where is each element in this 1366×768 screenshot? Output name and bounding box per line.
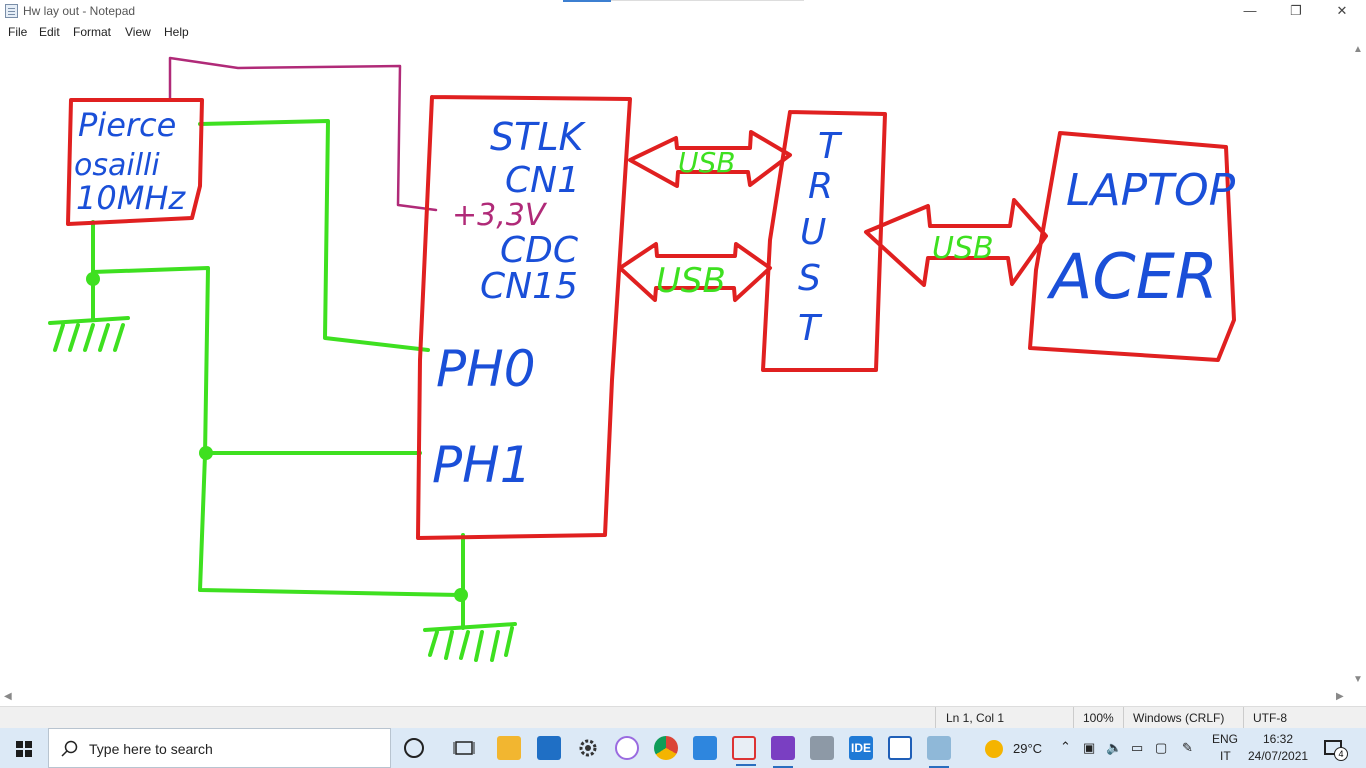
mail-icon[interactable] xyxy=(537,736,561,760)
cortana-icon[interactable] xyxy=(404,738,424,758)
close-button[interactable]: ✕ xyxy=(1336,3,1348,18)
junction-dot xyxy=(199,446,213,460)
window-title: Hw lay out - Notepad xyxy=(23,4,136,18)
chrome-icon[interactable] xyxy=(654,736,678,760)
usb-label-3: USB xyxy=(932,231,994,266)
vertical-scrollbar[interactable]: ▲ ▼ xyxy=(1350,42,1366,689)
trust-letter: U xyxy=(800,212,826,253)
trust-letter: R xyxy=(808,166,833,207)
title-accent xyxy=(563,0,611,2)
status-divider xyxy=(1073,707,1074,729)
ground-symbol-right xyxy=(423,622,517,662)
pen-icon[interactable]: ✎ xyxy=(1182,740,1193,755)
editor-area[interactable]: Pierce osailli 10MHz STLK CN1 +3,3V CDC … xyxy=(0,42,1350,689)
horizontal-scrollbar[interactable]: ◀ ▶ xyxy=(0,689,1350,706)
ph1-label: PH1 xyxy=(432,436,532,494)
visual-studio-icon[interactable] xyxy=(771,736,795,768)
wps-icon[interactable] xyxy=(615,736,639,760)
status-divider xyxy=(1123,707,1124,729)
menu-view[interactable]: View xyxy=(125,25,151,39)
language-primary[interactable]: ENG xyxy=(1212,732,1239,746)
taskbar: Type here to search IDE 29°C ⌃ ▣ 🔈 ▭ ▢ ✎… xyxy=(0,728,1366,768)
status-bar: Ln 1, Col 1 100% Windows (CRLF) UTF-8 xyxy=(0,706,1366,729)
network-icon[interactable]: ▣ xyxy=(1083,740,1096,755)
battery-icon[interactable]: ▭ xyxy=(1131,740,1144,755)
ph0-label: PH0 xyxy=(436,340,536,398)
cursor-position: Ln 1, Col 1 xyxy=(946,711,1005,725)
encoding: UTF-8 xyxy=(1253,711,1287,725)
scroll-up-icon[interactable]: ▲ xyxy=(1353,44,1363,55)
device-icon[interactable] xyxy=(810,736,834,760)
clock-time[interactable]: 16:32 xyxy=(1263,732,1294,746)
status-divider xyxy=(1243,707,1244,729)
search-placeholder: Type here to search xyxy=(89,741,213,757)
menu-format[interactable]: Format xyxy=(73,25,112,39)
stlk-label: STLK xyxy=(490,115,587,159)
search-icon xyxy=(61,740,78,757)
oscillator-box xyxy=(66,98,204,226)
language-secondary[interactable]: IT xyxy=(1220,749,1231,763)
usb-label-1: USB xyxy=(678,146,735,179)
search-box[interactable]: Type here to search xyxy=(48,728,391,768)
notepad-icon[interactable] xyxy=(888,736,912,760)
supply-wire xyxy=(168,56,438,212)
clock-date[interactable]: 24/07/2021 xyxy=(1248,749,1309,763)
osc-label-3: 10MHz xyxy=(76,179,186,217)
status-divider xyxy=(935,707,936,729)
laptop-label: LAPTOP xyxy=(1066,165,1236,216)
scroll-right-icon[interactable]: ▶ xyxy=(1336,691,1344,702)
menu-help[interactable]: Help xyxy=(164,25,189,39)
junction-dot xyxy=(86,272,100,286)
weather-icon[interactable] xyxy=(985,740,1003,758)
chevron-up-icon[interactable]: ⌃ xyxy=(1060,739,1071,754)
title-accent-line xyxy=(611,0,804,1)
trust-letter: T xyxy=(798,308,823,349)
acer-label: ACER xyxy=(1046,240,1218,313)
cn1-label: CN1 xyxy=(505,160,580,201)
display-icon[interactable]: ▢ xyxy=(1155,740,1168,755)
osc-label-2: osailli xyxy=(74,148,160,183)
task-view-icon[interactable] xyxy=(452,736,476,760)
trust-box xyxy=(761,110,887,372)
notification-badge: 4 xyxy=(1334,747,1348,761)
scroll-down-icon[interactable]: ▼ xyxy=(1353,674,1363,685)
notepad-app-icon xyxy=(5,4,18,18)
settings-icon[interactable] xyxy=(576,736,600,760)
menu-file[interactable]: File xyxy=(8,25,28,39)
weather-temp[interactable]: 29°C xyxy=(1013,741,1043,756)
usb-arrow-3 xyxy=(864,198,1048,287)
ground-bus-wire xyxy=(91,266,462,597)
file-explorer-icon[interactable] xyxy=(497,736,521,760)
ph0-wire xyxy=(198,119,430,352)
mcu-box xyxy=(416,95,632,540)
hardware-sketch: Pierce osailli 10MHz STLK CN1 +3,3V CDC … xyxy=(48,56,1236,662)
snipping-tool-icon[interactable] xyxy=(732,736,756,766)
usb-arrow-1 xyxy=(628,130,792,188)
usb-arrow-2 xyxy=(618,242,772,302)
line-ending: Windows (CRLF) xyxy=(1133,711,1225,725)
trust-letter: S xyxy=(798,258,821,299)
trust-letter: T xyxy=(818,126,843,167)
drawing-app-icon[interactable] xyxy=(927,736,951,768)
cdc-label: CDC xyxy=(500,230,579,271)
junction-dot xyxy=(454,588,468,602)
laptop-box xyxy=(1028,131,1236,362)
windows-icon xyxy=(16,741,32,757)
usb-label-2: USB xyxy=(656,261,726,301)
title-bar: Hw lay out - Notepad — ❐ ✕ xyxy=(0,0,1366,22)
menu-edit[interactable]: Edit xyxy=(39,25,60,39)
minimize-button[interactable]: — xyxy=(1243,3,1257,18)
ide-icon[interactable]: IDE xyxy=(849,736,873,760)
supply-label: +3,3V xyxy=(452,198,548,233)
scroll-left-icon[interactable]: ◀ xyxy=(4,691,12,702)
control-panel-icon[interactable] xyxy=(693,736,717,760)
menu-bar: File Edit Format View Help xyxy=(0,22,1366,42)
cn15-label: CN15 xyxy=(480,266,578,307)
restore-button[interactable]: ❐ xyxy=(1290,3,1302,18)
volume-icon[interactable]: 🔈 xyxy=(1106,740,1123,755)
osc-label-1: Pierce xyxy=(78,106,176,144)
zoom-level: 100% xyxy=(1083,711,1114,725)
start-button[interactable] xyxy=(0,728,48,768)
ground-symbol-left xyxy=(48,316,130,352)
